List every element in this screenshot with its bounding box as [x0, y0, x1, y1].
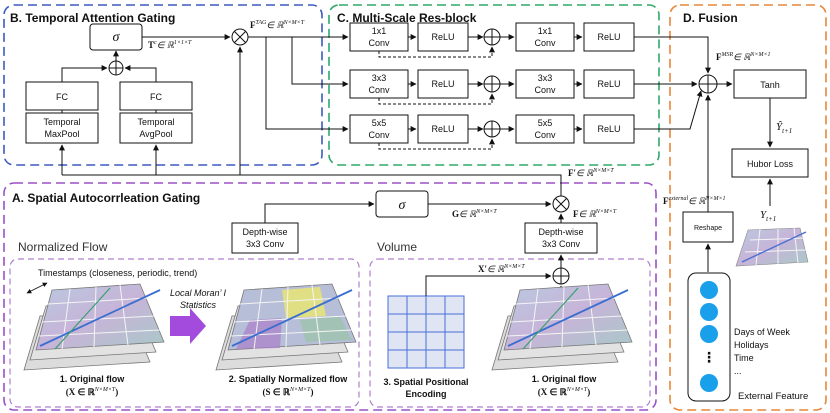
fusion-title: D. Fusion [683, 11, 738, 25]
fprime-label: F′∈ ℝN×M×T [568, 168, 614, 178]
relu-a-box [417, 22, 469, 52]
relu-b-box [583, 114, 635, 144]
reshape-label: Reshape [694, 225, 722, 232]
original-flow-maps [23, 283, 165, 371]
y-label: Yt+1 [760, 209, 776, 223]
reshape-box [682, 211, 734, 243]
depthwise-left-box [231, 222, 299, 254]
caption-volume-original-flow: 1. Original flow [532, 374, 598, 384]
feature-days: Days of Week [734, 327, 790, 337]
xprime-label: X′∈ ℝN×M×T [478, 264, 525, 274]
spatial-sigma: σ [399, 198, 407, 213]
ground-truth-map [735, 227, 809, 267]
maxpool-line1: Temporal [43, 117, 80, 127]
positional-encoding-grid [387, 295, 465, 369]
temporal-section [3, 4, 323, 166]
external-feature-label: External Feature [738, 391, 808, 402]
ftag-label: FTAG∈ ℝN×M×T [250, 20, 305, 30]
feature-dot [700, 281, 718, 299]
multiscale-section [328, 4, 660, 166]
volume-original-flow-maps [491, 283, 633, 371]
tanh-label: Tanh [760, 80, 780, 90]
caption-original-flow-math: (X ∈ ℝN×M×T) [66, 387, 118, 397]
moran-arrow [170, 308, 206, 344]
moran-line2: Statistics [180, 300, 217, 310]
feature-more: ... [734, 366, 742, 376]
caption-original-flow: 1. Original flow [60, 374, 126, 384]
depthwise-left-line1: Depth-wise [242, 227, 287, 237]
conv-word-b: Conv [534, 38, 556, 48]
maxpool-line2: MaxPool [44, 129, 79, 139]
fc-right: FC [150, 92, 162, 102]
relu-b-box [583, 69, 635, 99]
avgpool-line1: Temporal [137, 117, 174, 127]
relu-a-box [417, 69, 469, 99]
avgpool-line2: AvgPool [139, 129, 172, 139]
conv-word-a: Conv [368, 38, 390, 48]
depthwise-right-line1: Depth-wise [538, 227, 583, 237]
conv-1x1-b-box [515, 22, 575, 52]
moran-line1: Local Moran’ I [170, 288, 227, 298]
spatial-section [3, 182, 657, 411]
normalized-flow-label: Normalized Flow [18, 240, 108, 254]
normalized-flow-maps [215, 283, 357, 371]
relu-a: ReLU [431, 124, 454, 134]
conv-1x1-a-box [349, 22, 409, 52]
conv-kernel-a: 1x1 [372, 26, 387, 36]
timestamps-label: Timestamps (closeness, periodic, trend) [38, 268, 197, 278]
feature-ellipsis: ⋮ [702, 350, 716, 366]
yhat-label: Ŷt+1 [776, 121, 792, 135]
caption-normalized-flow: 2. Spatially Normalized flow [229, 374, 349, 384]
caption-volume-original-flow-math: (X ∈ ℝN×M×T) [538, 387, 590, 397]
depthwise-right-line2: 3x3 Conv [542, 239, 581, 249]
caption-positional-1: 3. Spatial Positional [383, 377, 468, 387]
feature-dot [700, 303, 718, 321]
multiscale-title: C. Multi-Scale Res-block [337, 11, 477, 25]
volume-panel [369, 258, 651, 408]
g-label: G∈ ℝN×M×T [452, 209, 497, 219]
feature-time: Time [734, 353, 754, 363]
relu-b: ReLU [597, 32, 620, 42]
fusion-section [669, 4, 827, 411]
fext-label: Fexternal∈ ℝN×M×1 [663, 196, 726, 206]
normalized-flow-panel [9, 258, 360, 408]
temporal-title: B. Temporal Attention Gating [10, 11, 175, 25]
depthwise-right-box [524, 222, 598, 254]
caption-positional-2: Encoding [406, 389, 447, 399]
conv-word-a: Conv [368, 85, 390, 95]
tc-label: Tc∈ ℝ1×1×T [148, 40, 192, 50]
conv-3x3-a-box [349, 69, 409, 99]
relu-a-box [417, 114, 469, 144]
conv-kernel-b: 5x5 [538, 118, 553, 128]
feature-dot [700, 325, 718, 343]
msr-label: FMSR∈ ℝN×M×1 [716, 52, 771, 62]
conv-kernel-b: 3x3 [538, 73, 553, 83]
feature-dot [700, 374, 718, 392]
conv-word-b: Conv [534, 85, 556, 95]
hubor-loss-box [731, 148, 809, 178]
conv-5x5-a-box [349, 114, 409, 144]
conv-kernel-a: 5x5 [372, 118, 387, 128]
relu-b: ReLU [597, 124, 620, 134]
conv-word-b: Conv [534, 130, 556, 140]
relu-b: ReLU [597, 79, 620, 89]
fc-left: FC [56, 92, 68, 102]
spatial-title: A. Spatial Autocorrleation Gating [12, 191, 200, 205]
hubor-loss-label: Hubor Loss [747, 159, 794, 169]
temporal-sigma: σ [113, 30, 121, 45]
volume-label: Volume [377, 240, 417, 254]
conv-word-a: Conv [368, 130, 390, 140]
conv-kernel-b: 1x1 [538, 26, 553, 36]
depthwise-left-line2: 3x3 Conv [246, 239, 285, 249]
conv-kernel-a: 3x3 [372, 73, 387, 83]
maxpool-box [25, 112, 99, 144]
feature-holidays: Holidays [734, 340, 769, 350]
conv-3x3-b-box [515, 69, 575, 99]
caption-normalized-flow-math: (S ∈ ℝN×M×T) [263, 387, 314, 397]
f-label: F∈ ℝN×M×T [573, 209, 617, 219]
tanh-box [733, 69, 807, 99]
relu-a: ReLU [431, 79, 454, 89]
relu-a: ReLU [431, 32, 454, 42]
